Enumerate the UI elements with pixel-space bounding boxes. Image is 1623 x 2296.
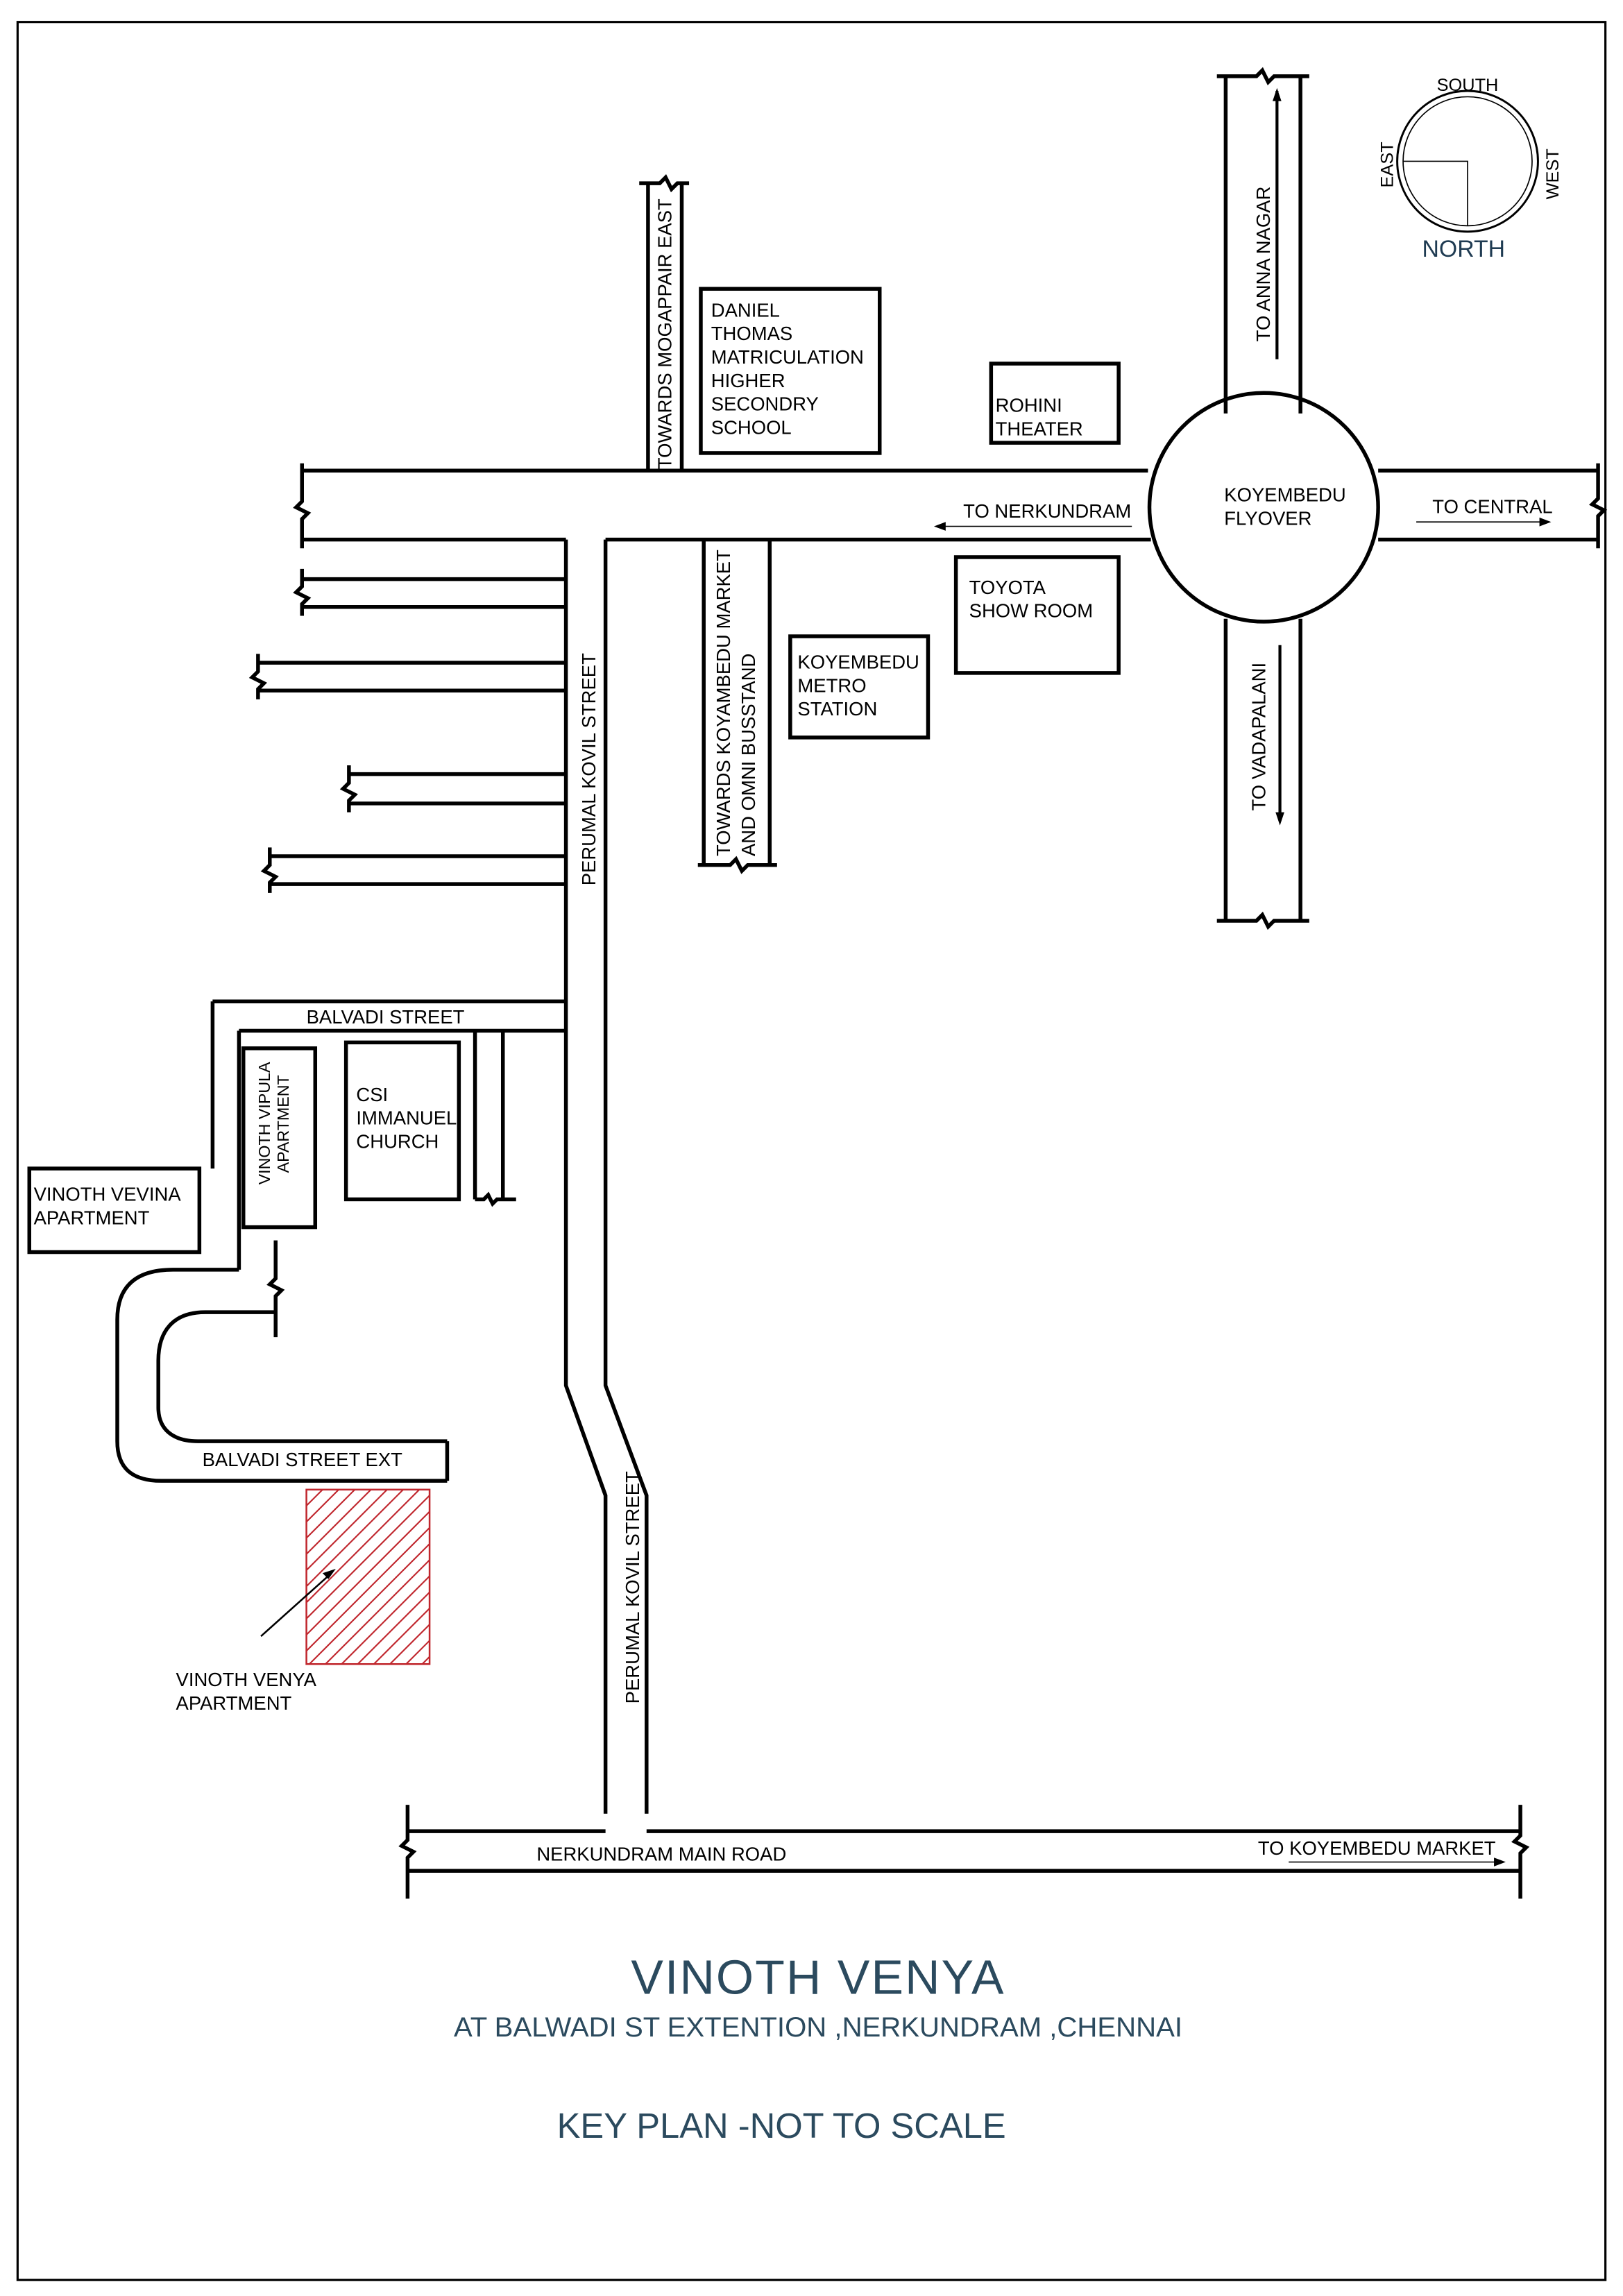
road-network [115,67,1608,1899]
label-perumal-lower: PERUMAL KOVIL STREET [622,1471,643,1703]
label-anna-nagar: TO ANNA NAGAR [1252,187,1274,342]
label-vadapalani: TO VADAPALANI [1248,663,1269,811]
label-vinoth-venya-site: VINOTH VENYA APARTMENT [176,1669,322,1714]
compass-south: SOUTH [1437,76,1499,95]
site-hatch-line [421,1656,430,1665]
label-balvadi-ext: BALVADI STREET EXT [203,1449,403,1470]
label-toyota: TOYOTA SHOW ROOM [969,577,1093,622]
label-rohini: ROHINI THEATER [996,395,1083,440]
metro-station-building [788,634,931,740]
label-to-nerkundram: TO NERKUNDRAM [963,500,1131,522]
label-to-central: TO CENTRAL [1432,496,1552,518]
label-to-koyembedu-market: TO KOYEMBEDU MARKET [1258,1837,1496,1859]
site-outline [305,1488,431,1665]
church-building [343,1040,461,1202]
site-hatch-line [306,1489,323,1507]
label-school: DANIEL THOMAS MATRICULATION HIGHER SECON… [711,299,869,438]
site-hatch-line [306,1489,307,1491]
site-pointer-head [322,1568,336,1579]
compass: SOUTH EAST WEST NORTH [1377,76,1563,262]
label-flyover: KOYEMBEDU FLYOVER [1224,484,1351,529]
site-hatch-line [373,1607,430,1665]
label-church: CSI IMMANUEL CHURCH [356,1084,462,1153]
landmark-buildings [27,287,1121,1255]
site-hatch-line [306,1489,339,1523]
title-subtitle: AT BALWADI ST EXTENTION ,NERKUNDRAM ,CHE… [454,2012,1182,2043]
title-block: VINOTH VENYA AT BALWADI ST EXTENTION ,NE… [454,1950,1182,2145]
vinoth-vipula-building [241,1046,318,1230]
site-hatch-line [439,1490,613,1664]
label-koyambedu-market-road: TOWARDS KOYAMBEDU MARKET AND OMNI BUSSTA… [713,545,759,856]
label-balvadi-street: BALVADI STREET [307,1006,465,1028]
site-hatch-line [470,1490,645,1664]
compass-west: WEST [1543,148,1563,199]
site-hatch-line [306,1494,430,1620]
site-hatch-line [405,1639,430,1665]
label-metro: KOYEMBEDU METRO STATION [797,652,924,720]
label-main-road: NERKUNDRAM MAIN ROAD [536,1843,786,1864]
toyota-showroom-building [953,555,1121,675]
vinoth-vevina-building [27,1166,202,1255]
site-hatch-line [389,1623,430,1665]
site-hatch-line [306,1489,404,1588]
site-hatch-line [584,1490,758,1664]
compass-north: NORTH [1422,236,1506,262]
rohini-theater-building [989,362,1121,445]
site-hatch-line [503,1490,677,1664]
label-perumal-upper: PERUMAL KOVIL STREET [578,653,600,885]
site-hatch-line [309,1542,430,1665]
site-hatch-line [306,1489,420,1604]
site-hatch-line [306,1489,356,1540]
page-border [16,21,1607,2281]
compass-east: EAST [1377,142,1397,187]
site-hatch-line [306,1511,430,1636]
site-pointer-arrow [260,1572,332,1638]
label-vinoth-vevina: VINOTH VEVINA APARTMENT [34,1184,187,1229]
site-hatch-line [325,1558,430,1665]
site-vinoth-venya [306,1489,758,1665]
site-hatch-line [568,1490,742,1664]
label-mogappair: TOWARDS MOGAPPAIR EAST [654,198,676,469]
title-main: VINOTH VENYA [631,1950,1005,2005]
site-hatch-line [306,1527,430,1652]
title-key-plan: KEY PLAN -NOT TO SCALE [557,2106,1006,2145]
label-vinoth-vipula: VINOTH VIPULA APARTMENT [255,1057,292,1184]
site-hatch-line [357,1591,430,1665]
site-hatch-line [454,1490,629,1664]
school-building [699,287,882,455]
site-hatch-line [306,1489,388,1572]
site-hatch-line [306,1489,372,1556]
